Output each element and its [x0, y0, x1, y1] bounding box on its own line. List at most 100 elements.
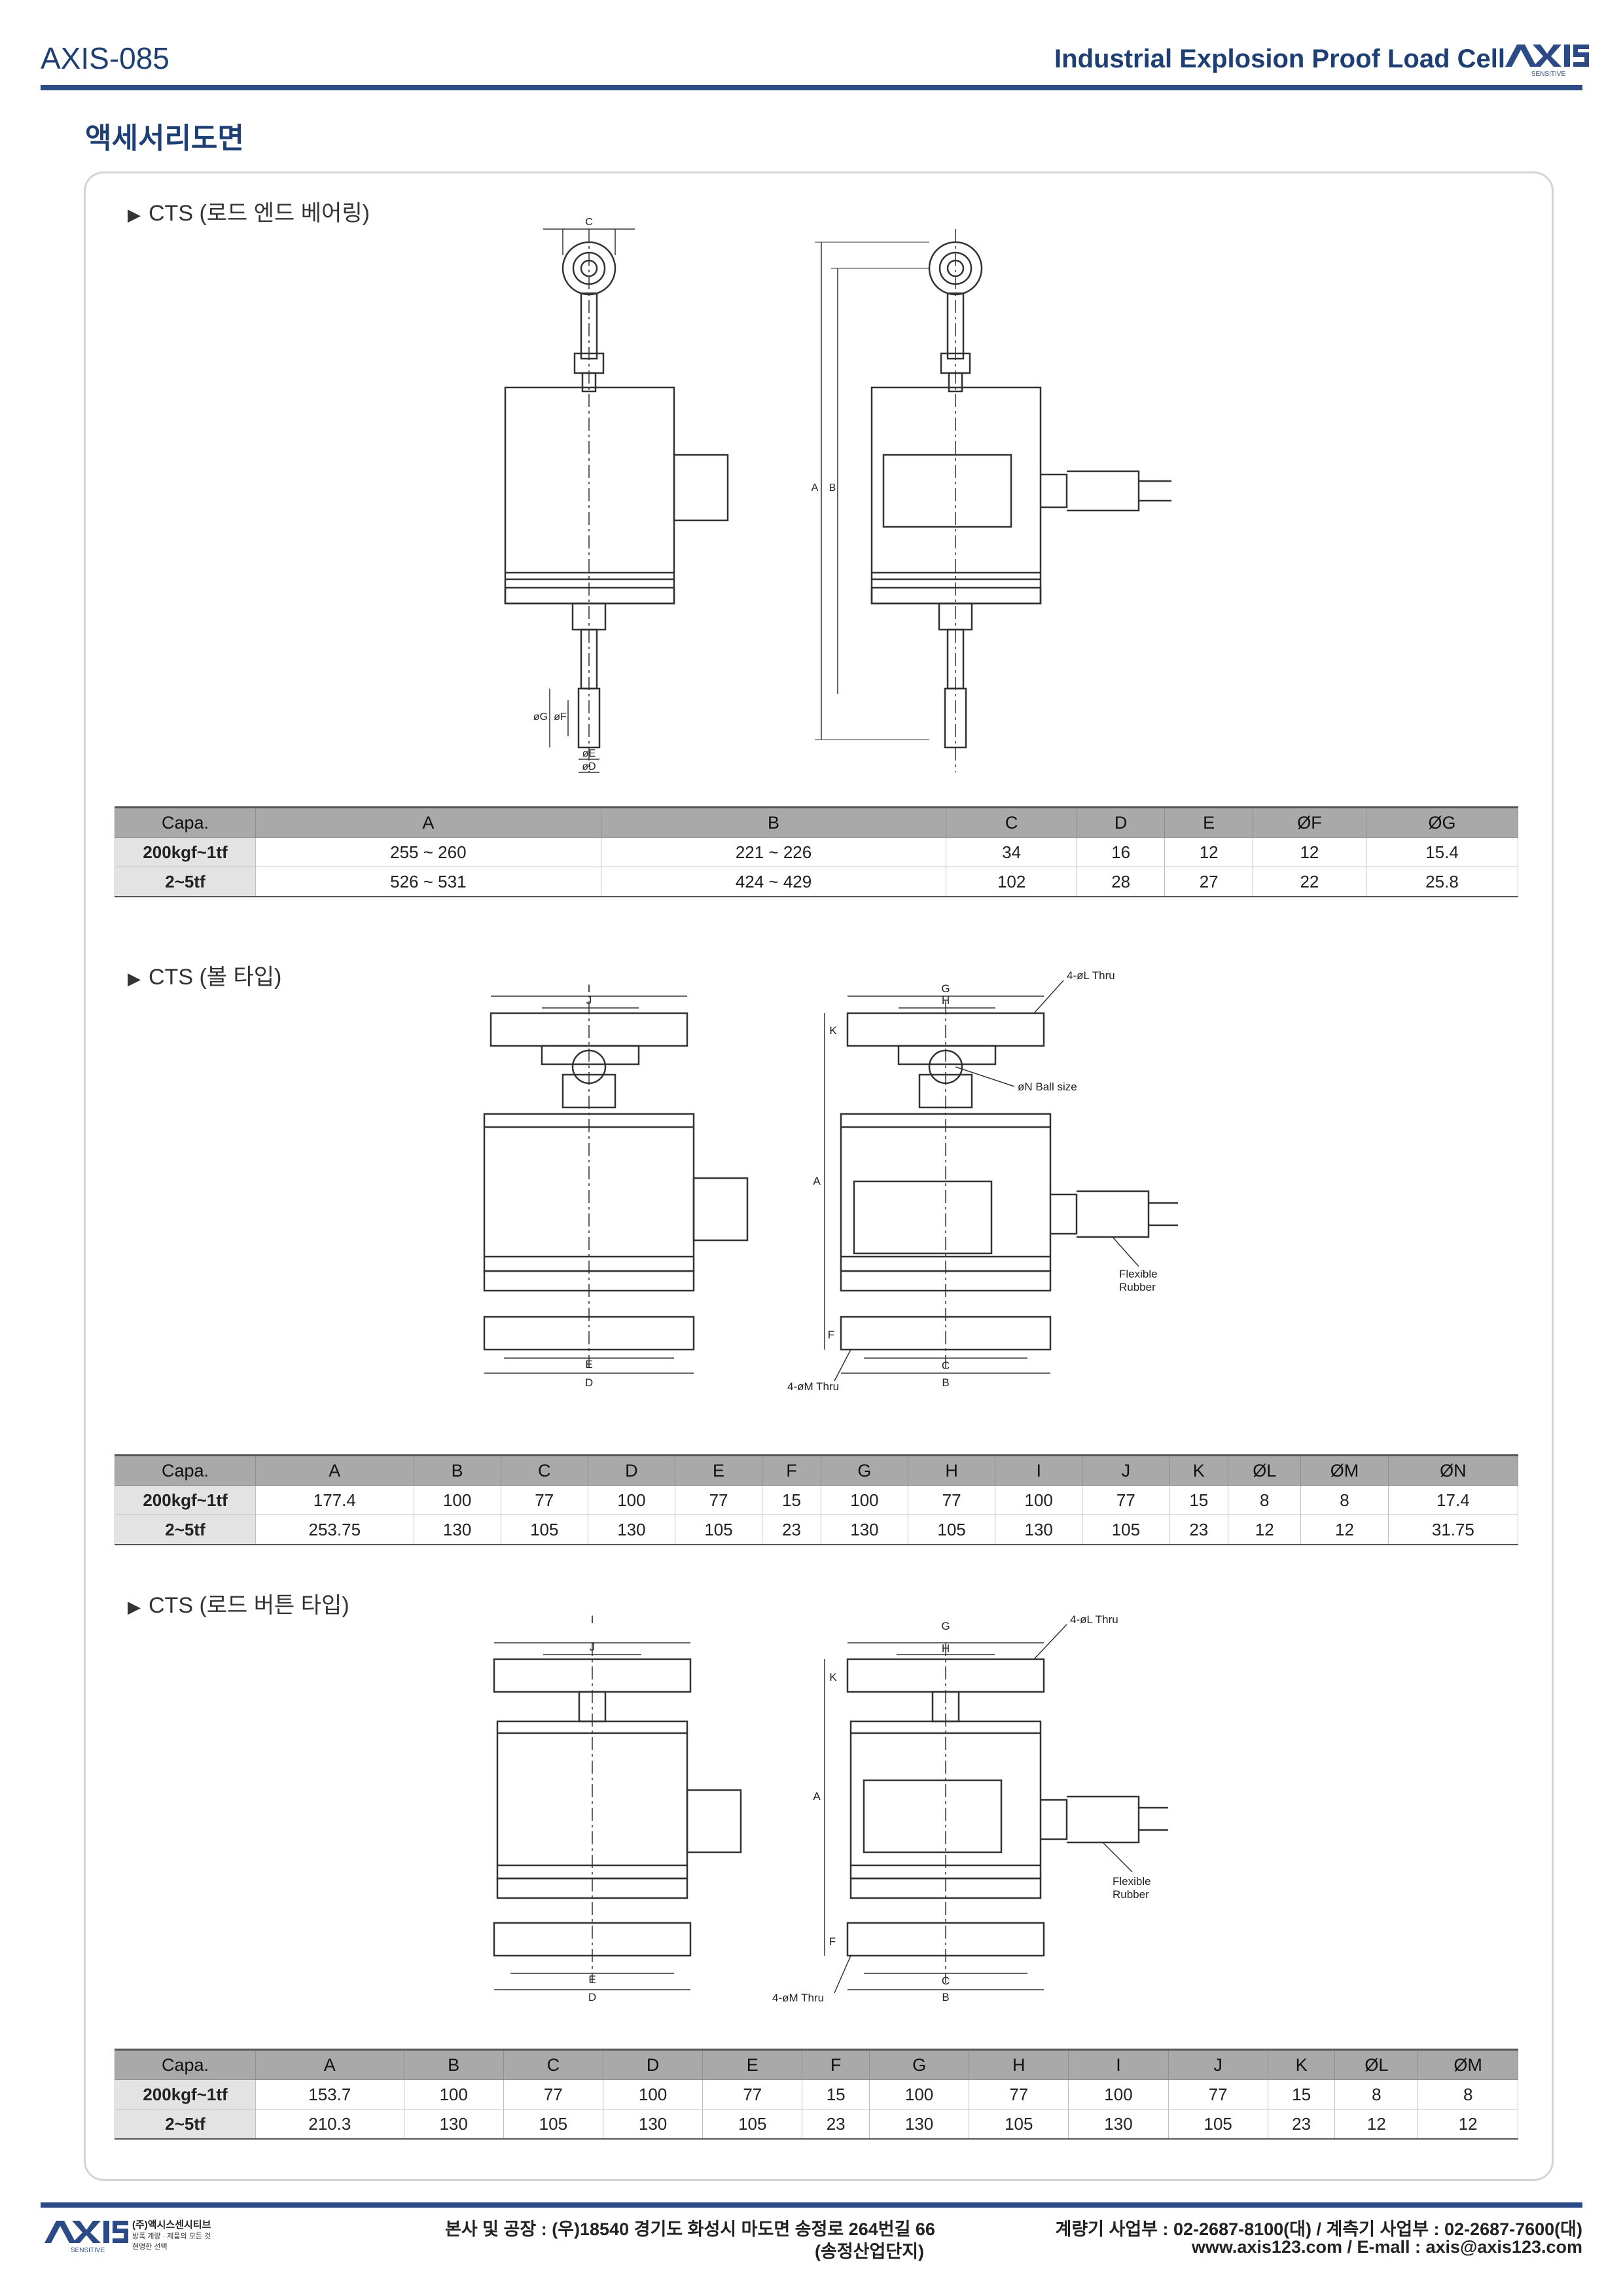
dim-label-F: F	[829, 1935, 836, 1948]
label-flexible: Flexible	[1113, 1875, 1151, 1888]
dim-label-J: J	[586, 994, 592, 1007]
col-header: ØM	[1418, 2049, 1518, 2080]
table-cell: 12	[1418, 2109, 1518, 2140]
triangle-icon: ▶	[128, 205, 141, 224]
dim-label-A: A	[813, 1175, 821, 1187]
load-button-drawing: I J E D G H 4-øL Thru K A Flexible Rubbe…	[493, 1613, 1168, 2004]
dim-label-K: K	[829, 1671, 837, 1683]
table-cell: 31.75	[1387, 1515, 1519, 1545]
col-header: B	[403, 2049, 504, 2080]
col-header: J	[1082, 1455, 1170, 1486]
col-header: ØL	[1334, 2049, 1419, 2080]
table-cell: 255 ~ 260	[255, 837, 601, 867]
dim-label-G: G	[941, 1620, 950, 1632]
table-row: 2~5tf 526 ~ 531 424 ~ 429 102 28 27 22 2…	[115, 867, 1519, 897]
col-header: ØM	[1300, 1455, 1389, 1486]
triangle-icon: ▶	[128, 969, 141, 988]
table-header-row: Capa. A B C D E F G H I J K ØL ØM ØN	[115, 1455, 1519, 1486]
table-header-row: Capa. A B C D E ØF ØG	[115, 807, 1519, 838]
table-cell: 77	[1168, 2079, 1268, 2109]
table-cell: 105	[1168, 2109, 1268, 2140]
table-cell: 2~5tf	[115, 1515, 256, 1545]
header-rule	[41, 85, 1582, 90]
table-cell: 130	[413, 1515, 501, 1545]
col-header: F	[802, 2049, 870, 2080]
table-cell: 177.4	[255, 1485, 414, 1515]
table-cell: 200kgf~1tf	[115, 837, 256, 867]
label-oN-ball-size: øN Ball size	[1018, 1081, 1077, 1093]
table-cell: 100	[1068, 2079, 1169, 2109]
rod-end-drawing: C A B øG øF øE øD	[504, 217, 1171, 773]
table-cell: 12	[1164, 837, 1253, 867]
dim-label-oD: øD	[582, 761, 596, 772]
table-cell: 12	[1334, 2109, 1419, 2140]
col-header: G	[868, 2049, 970, 2080]
table-cell: 153.7	[255, 2079, 404, 2109]
spec-table-rod-end: Capa. A B C D E ØF ØG 200kgf~1tf 255 ~ 2…	[115, 806, 1519, 897]
label-flexible: Flexible	[1119, 1268, 1158, 1280]
col-header: A	[255, 807, 601, 838]
col-header: D	[587, 1455, 675, 1486]
table-cell: 15	[1169, 1485, 1229, 1515]
table-row: 200kgf~1tf 255 ~ 260 221 ~ 226 34 16 12 …	[115, 837, 1519, 867]
table-cell: 130	[820, 1515, 909, 1545]
dim-label-oG: øG	[533, 711, 548, 723]
table-cell: 17.4	[1387, 1485, 1519, 1515]
table-cell: 100	[413, 1485, 501, 1515]
table-cell: 15	[802, 2079, 870, 2109]
model-code: AXIS-085	[41, 41, 169, 75]
label-rubber: Rubber	[1113, 1888, 1149, 1901]
section-3-title: ▶CTS (로드 버튼 타입)	[128, 1593, 349, 1618]
footer-slogan-2: 현명한 선택	[132, 2243, 168, 2251]
table-cell: 23	[762, 1515, 821, 1545]
table-cell: 23	[1169, 1515, 1229, 1545]
table-cell: 15	[762, 1485, 821, 1515]
table-cell: 23	[1267, 2109, 1336, 2140]
table-cell: 105	[674, 1515, 763, 1545]
logo-subtext: SENSITIVE	[1531, 71, 1566, 78]
triangle-icon: ▶	[128, 1597, 141, 1617]
dim-label-B: B	[942, 1376, 949, 1389]
col-header: F	[762, 1455, 821, 1486]
dim-label-C: C	[942, 1975, 950, 1987]
dim-label-H: H	[942, 994, 950, 1007]
label-4-oM-thru: 4-øM Thru	[772, 1992, 824, 2004]
col-header: K	[1267, 2049, 1336, 2080]
table-cell: 130	[403, 2109, 504, 2140]
dim-label-B: B	[942, 1991, 949, 2003]
footer-axis-logo: SENSITIVE	[45, 2221, 128, 2254]
table-cell: 221 ~ 226	[600, 837, 947, 867]
table-cell: 2~5tf	[115, 867, 256, 897]
table-cell: 100	[820, 1485, 909, 1515]
dim-label-I: I	[588, 982, 591, 995]
dim-label-oF: øF	[554, 711, 567, 723]
dim-label-J: J	[590, 1641, 596, 1653]
footer-slogan-1: 방폭 계량 · 제품의 모든 것	[132, 2233, 211, 2240]
section-title: 액세서리도면	[85, 122, 244, 154]
col-header: H	[907, 1455, 996, 1486]
label-rubber: Rubber	[1119, 1281, 1156, 1293]
footer-web: www.axis123.com / E-mall : axis@axis123.…	[1191, 2237, 1582, 2257]
footer-address-2: (송정산업단지)	[815, 2242, 925, 2261]
footer-logo-subtext: SENSITIVE	[71, 2247, 105, 2254]
table-cell: 22	[1252, 867, 1366, 897]
content-frame	[84, 171, 1554, 2181]
section-2-title: ▶CTS (볼 타입)	[128, 965, 282, 990]
col-header: I	[995, 1455, 1083, 1486]
dim-label-G: G	[941, 982, 950, 995]
col-header: A	[255, 1455, 414, 1486]
col-header: Capa.	[115, 1455, 256, 1486]
table-cell: 105	[702, 2109, 803, 2140]
dim-label-E: E	[588, 1973, 596, 1986]
col-header: I	[1068, 2049, 1169, 2080]
col-header: Capa.	[115, 2049, 256, 2080]
dim-label-D: D	[585, 1376, 593, 1389]
table-cell: 105	[500, 1515, 588, 1545]
product-title: Industrial Explosion Proof Load Cell	[1054, 45, 1505, 73]
table-cell: 34	[946, 837, 1077, 867]
table-cell: 27	[1164, 867, 1253, 897]
table-cell: 12	[1228, 1515, 1302, 1545]
col-header: K	[1169, 1455, 1229, 1486]
table-cell: 105	[969, 2109, 1069, 2140]
label-4-oM-thru: 4-øM Thru	[787, 1380, 839, 1393]
